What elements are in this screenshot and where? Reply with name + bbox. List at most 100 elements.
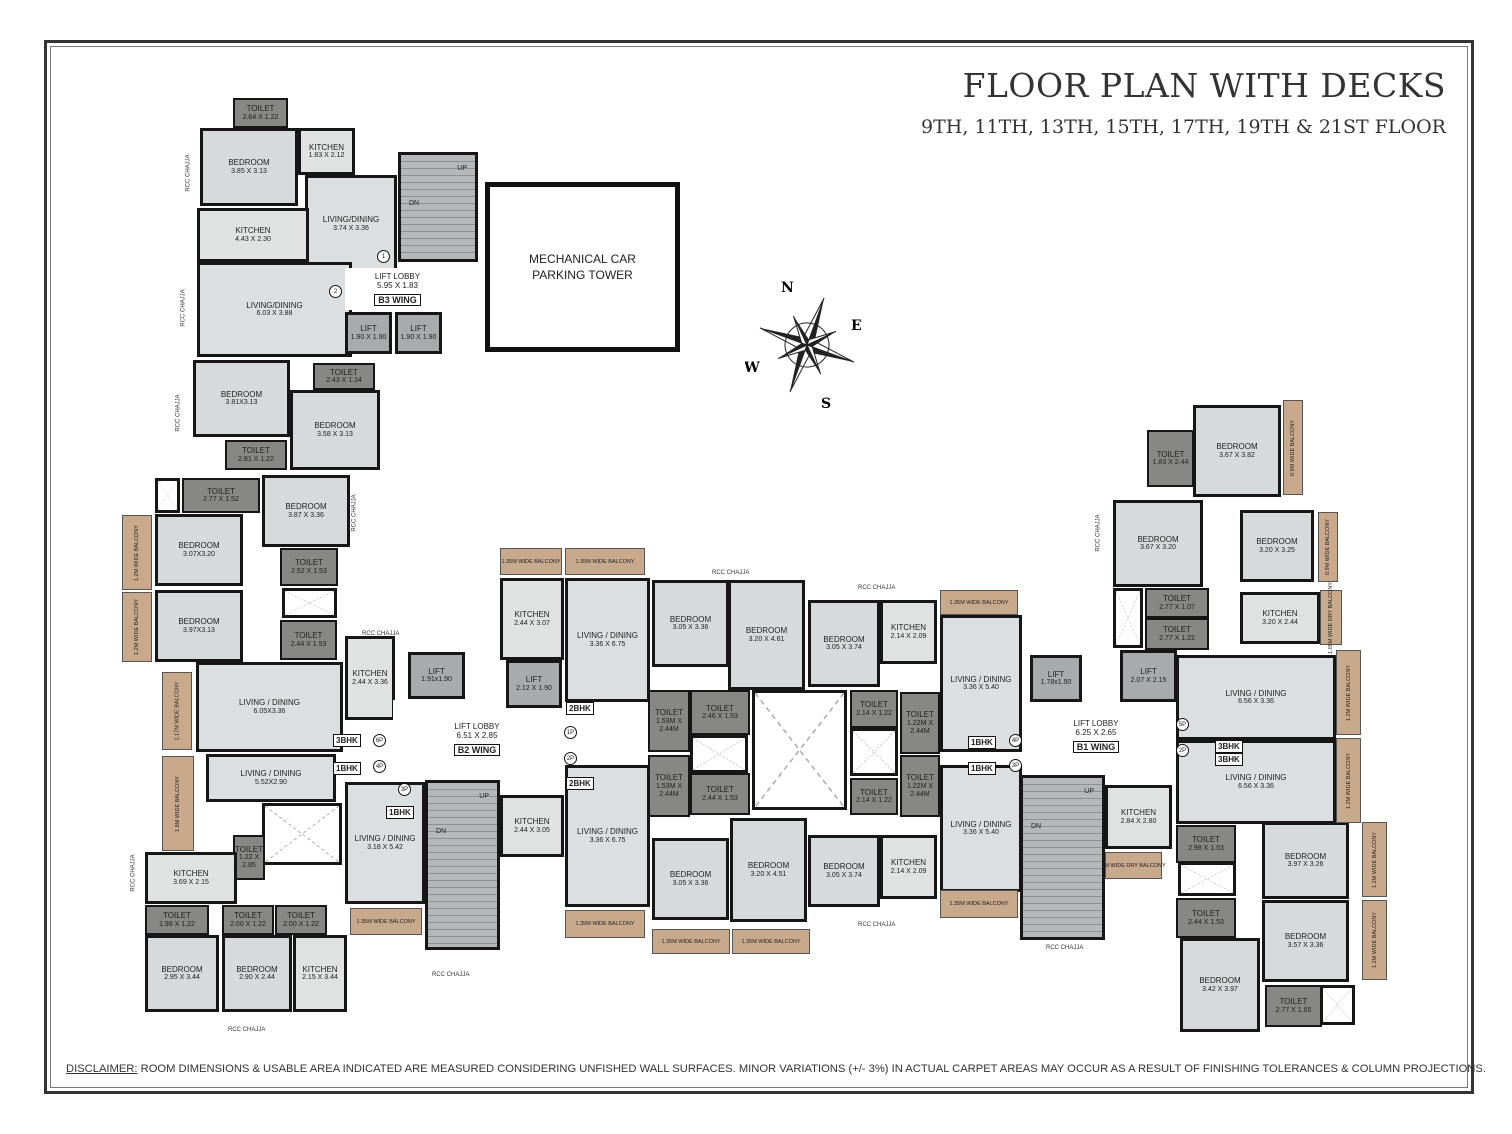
- unit-type-tag: 1BHK: [968, 736, 996, 749]
- balcony-label: 1.2M WIDE BALCONY: [134, 599, 140, 655]
- room-toilet: Toilet1.22M X 2.44M: [900, 755, 940, 817]
- room-lift: Lift2.12 X 1.90: [506, 660, 562, 708]
- unit-type-tag: 3BHK: [1215, 740, 1243, 753]
- compass-south: S: [821, 396, 831, 410]
- room-dimensions: 3.05 X 3.74: [826, 871, 862, 879]
- flat-entrance-door-marker: 6P: [373, 734, 386, 747]
- room-name: Lift: [410, 324, 427, 334]
- room-dimensions: 3.42 X 3.97: [1202, 985, 1238, 993]
- room-lift: Lift1.90 X 1.90: [395, 312, 442, 354]
- room-dimensions: 2.14 X 2.09: [890, 632, 927, 640]
- room-dimensions: 3.05 X 3.74: [826, 644, 862, 652]
- room-name: Bedroom: [1216, 442, 1258, 452]
- room-name: Living / Dining: [577, 631, 638, 641]
- balcony-label: 1.2M WIDE BALCONY: [1371, 831, 1378, 888]
- room-bedroom: Bedroom3.05 X 3.74: [808, 600, 880, 687]
- room-name: Kitchen: [514, 610, 550, 620]
- room-name: Living / Dining: [950, 819, 1012, 829]
- room-dimensions: 3.97 X 3.26: [1287, 861, 1324, 869]
- room-bedroom: Bedroom3.05 X 3.36: [652, 838, 729, 920]
- room-name: Kitchen: [352, 669, 388, 679]
- room-toilet: Toilet2.44 X 1.53: [1176, 898, 1236, 938]
- room-name: Toilet: [163, 911, 191, 921]
- balcony: 1.17M WIDE BALCONY: [162, 672, 192, 750]
- room-name: Bedroom: [1284, 932, 1327, 942]
- room-bedroom: Bedroom2.95 X 3.44: [145, 935, 219, 1012]
- balcony-label: 1.35M WIDE BALCONY: [575, 921, 635, 927]
- balcony-label: 1M WIDE DRY BALCONY: [1101, 862, 1166, 869]
- flat-entrance-door-marker: 1P: [564, 726, 577, 739]
- balcony: 1.35M WIDE BALCONY: [940, 890, 1018, 918]
- room-dimensions: 3.20 X 2.44: [1262, 618, 1298, 626]
- room-name: Living / Dining: [354, 834, 416, 844]
- rcc-chajja-label: RCC CHAJJA: [175, 394, 182, 432]
- room-kitchen: Kitchen3.69 X 2.15: [145, 852, 237, 904]
- room-name: Bedroom: [1199, 976, 1241, 986]
- room-dimensions: 2.81 X 1.22: [238, 455, 274, 463]
- balcony: 1.2M WIDE BALCONY: [1336, 650, 1361, 735]
- balcony-label: 1.2M WIDE BALCONY: [134, 524, 140, 581]
- rcc-chajja-label: RCC CHAJJA: [1046, 945, 1084, 951]
- room-kitchen: Kitchen4.43 X 2.30: [197, 208, 309, 262]
- parking-tower-label-2: PARKING TOWER: [532, 268, 633, 282]
- plan-title: FLOOR PLAN WITH DECKS: [962, 66, 1446, 105]
- room-kitchen: Kitchen1.83 X 2.12: [298, 128, 355, 175]
- room-name: Bedroom: [747, 861, 790, 871]
- room-dimensions: 3.20 X 4.61: [748, 635, 785, 643]
- room-toilet: Toilet2.44 X 1.53: [280, 620, 337, 660]
- wing-label: B1 WING: [1072, 740, 1120, 753]
- room-dimensions: 2.98 X 1.53: [1188, 844, 1224, 852]
- plan-subtitle: 9TH, 11TH, 13TH, 15TH, 17TH, 19TH & 21ST…: [921, 116, 1446, 138]
- room-dimensions: 3.85 X 3.13: [231, 167, 267, 175]
- room-dimensions: 1.53M X 2.44M: [655, 717, 683, 733]
- rcc-chajja-label: RCC CHAJJA: [228, 1027, 266, 1033]
- room-dimensions: 2.14 X 1.22: [856, 709, 892, 717]
- room-name: Bedroom: [669, 870, 712, 880]
- room-dimensions: 2.95 X 3.44: [164, 974, 200, 982]
- wing-label: B2 WING: [453, 743, 501, 756]
- room-dimensions: 2.00 X 1.22: [230, 920, 266, 928]
- balcony-label: 0.9M WIDE BALCONY: [1325, 519, 1331, 575]
- room-name: Kitchen: [1120, 808, 1157, 818]
- room-bedroom: Bedroom3.97 X 3.26: [1262, 822, 1349, 899]
- room-dimensions: 6.05X3.36: [253, 707, 286, 715]
- room-toilet: Toilet2.46 X 1.53: [690, 690, 750, 735]
- balcony: 1.35M WIDE BALCONY: [350, 908, 422, 935]
- room-toilet: Toilet1.53M X 2.44M: [648, 755, 690, 817]
- balcony-label: 1.35M WIDE BALCONY: [949, 599, 1009, 606]
- room-name: Bedroom: [823, 862, 865, 872]
- room-name: Living / Dining: [1225, 688, 1287, 698]
- room-toilet: Toilet2.00 X 1.22: [222, 905, 274, 935]
- room-bedroom: Bedroom3.87 X 3.36: [262, 475, 350, 547]
- room-dimensions: 2.77 X 1.65: [1275, 1006, 1312, 1014]
- rcc-chajja-label: RCC CHAJJA: [712, 570, 750, 576]
- room-toilet: Toilet2.81 X 1.22: [225, 440, 287, 470]
- room-kitchen: Kitchen2.44 X 3.36: [345, 636, 395, 720]
- balcony: 1.2M WIDE BALCONY: [122, 515, 152, 590]
- room-dimensions: 1.90 X 1.90: [400, 333, 437, 341]
- room-dimensions: 2.44 X 3.07: [514, 619, 550, 627]
- room-bedroom: Bedroom3.85 X 3.13: [200, 128, 298, 206]
- flat-entrance-door-marker: 4P: [1009, 734, 1022, 747]
- room-toilet: Toilet2.98 X 1.53: [1176, 825, 1236, 863]
- room-name: Bedroom: [823, 634, 865, 644]
- room-name: Lift Lobby: [1073, 719, 1119, 729]
- balcony-label: 1.8M WIDE BALCONY: [175, 775, 181, 832]
- room-name: Kitchen: [890, 858, 927, 868]
- room-name: Kitchen: [302, 964, 338, 974]
- room-dimensions: 3.74 X 3.36: [333, 224, 369, 232]
- room-living-dining: Living / Dining5.52X2.90: [206, 754, 336, 802]
- room-name: Living/Dining: [246, 300, 303, 310]
- room-name: Living / Dining: [950, 674, 1012, 684]
- balcony: 1.35M WIDE BALCONY: [732, 929, 810, 954]
- balcony-label: 1.2M WIDE BALCONY: [1345, 752, 1352, 809]
- room-dimensions: 2.46 X 1.53: [702, 713, 738, 721]
- room-name: Toilet: [207, 486, 235, 496]
- room-name: Bedroom: [161, 964, 203, 974]
- room-name: Toilet: [1192, 835, 1220, 845]
- room-lift: Lift1.78x1.90: [1030, 655, 1082, 702]
- room-dimensions: 1.83 X 2.12: [308, 152, 345, 160]
- room-dimensions: 3.58 X 3.13: [317, 430, 353, 438]
- room-bedroom: Bedroom3.20 X 3.25: [1240, 510, 1314, 582]
- room-name: Living / Dining: [240, 769, 302, 779]
